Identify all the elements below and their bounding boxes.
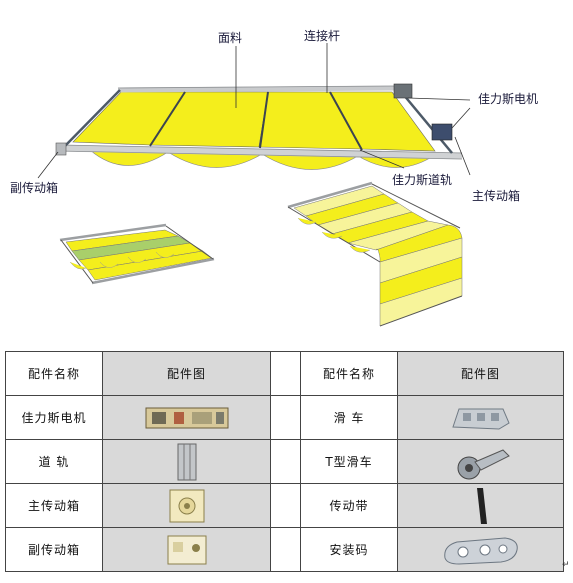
leader-lines (37, 43, 471, 179)
main-gearbox-icon (169, 489, 204, 522)
mounting-bracket-icon (443, 536, 518, 565)
part-image-cell (397, 395, 564, 440)
corner-mark: ↵ (562, 560, 570, 570)
part-image-cell (397, 439, 564, 484)
small-awning (59, 223, 215, 285)
awning-diagram: 面料 连接杆 佳力斯电机 佳力斯道轨 主传动箱 副传动箱 (10, 28, 538, 327)
part-name: 佳力斯电机 (5, 395, 103, 440)
part-image-cell (102, 395, 271, 440)
part-name: 主传动箱 (5, 483, 103, 528)
motor-icon (393, 83, 413, 99)
table-header-row: 配件名称 配件图 配件名称 配件图 (5, 351, 564, 396)
fabric-scallop (166, 151, 264, 168)
front-rail (57, 144, 463, 160)
label-sub-box: 副传动箱 (10, 180, 58, 195)
label-motor: 佳力斯电机 (478, 92, 538, 106)
main-gearbox-icon (431, 123, 453, 141)
header-part-image-left: 配件图 (102, 351, 271, 396)
parts-table: 配件名称 配件图 配件名称 配件图 佳力斯电机 滑 车 (5, 351, 564, 572)
main-awning (55, 83, 463, 170)
connecting-rod (259, 91, 269, 149)
part-name: 传动带 (300, 483, 398, 528)
motor-part-icon (145, 407, 228, 428)
part-image-cell (102, 439, 271, 484)
left-side-rail (63, 89, 121, 148)
label-main-box: 主传动箱 (472, 188, 520, 203)
back-rail (117, 85, 401, 93)
folding-awning (287, 181, 463, 327)
header-part-name-left: 配件名称 (5, 351, 103, 396)
table-row: 主传动箱 传动带 (5, 483, 564, 528)
part-image-cell (397, 527, 564, 572)
table-row: 副传动箱 安装码 (5, 527, 564, 572)
t-pulley-icon (457, 448, 510, 479)
sub-gearbox-icon (167, 535, 206, 564)
part-image-cell (397, 483, 564, 528)
pulley-car-icon (451, 408, 510, 430)
header-part-name-right: 配件名称 (300, 351, 398, 396)
track-part-icon (177, 443, 196, 480)
part-image-cell (102, 483, 271, 528)
drive-belt-icon (476, 487, 487, 524)
part-image-cell (102, 527, 271, 572)
part-name: 道 轨 (5, 439, 103, 484)
fabric-scallop (260, 153, 360, 170)
label-track: 佳力斯道轨 (392, 173, 452, 187)
part-name: T型滑车 (300, 439, 398, 484)
label-connecting-rod: 连接杆 (304, 28, 340, 43)
connecting-rod (329, 91, 363, 151)
connecting-rod (149, 91, 186, 147)
table-row: 佳力斯电机 滑 车 (5, 395, 564, 440)
part-name: 安装码 (300, 527, 398, 572)
header-part-image-right: 配件图 (397, 351, 564, 396)
table-row: 道 轨 T型滑车 (5, 439, 564, 484)
sub-gearbox-icon (55, 142, 67, 156)
part-name: 副传动箱 (5, 527, 103, 572)
right-side-rail (397, 87, 453, 154)
part-name: 滑 车 (300, 395, 398, 440)
label-fabric: 面料 (218, 31, 242, 45)
